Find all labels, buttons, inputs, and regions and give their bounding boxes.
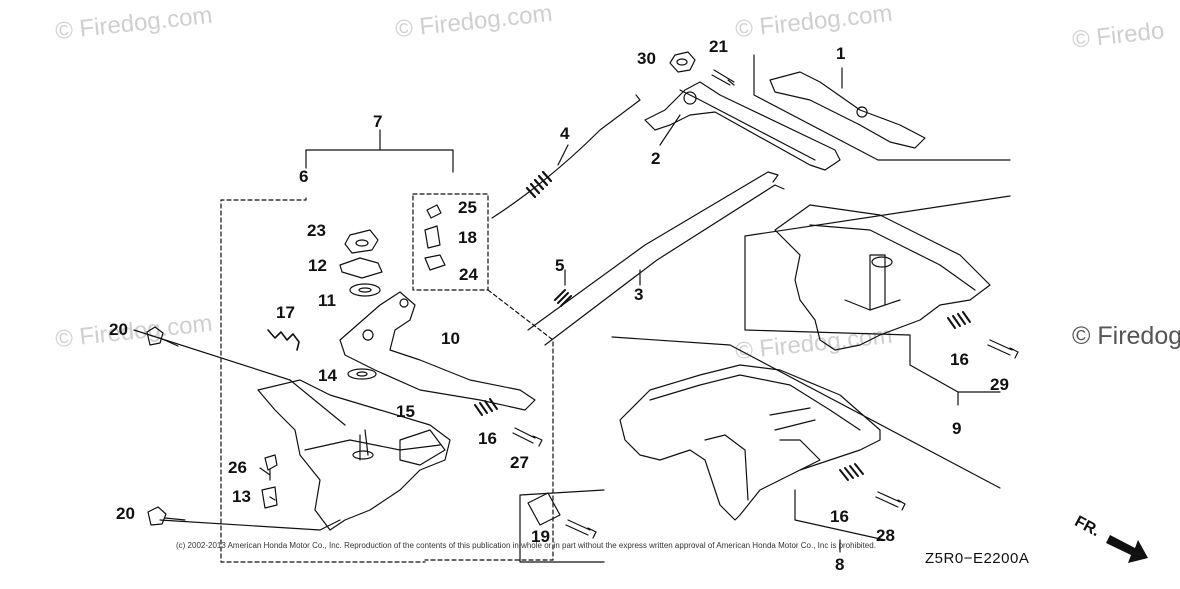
part-label: 12 bbox=[308, 256, 327, 275]
part-16-spring-lower bbox=[839, 463, 864, 481]
part-30-nut bbox=[669, 51, 696, 73]
part-16-spring-center bbox=[474, 398, 498, 416]
part-14-washer bbox=[347, 368, 377, 380]
part-12-plate bbox=[339, 257, 383, 279]
part-label: 15 bbox=[396, 402, 415, 421]
part-label: 11 bbox=[318, 291, 336, 310]
part-label: 23 bbox=[307, 221, 326, 240]
part-label: 18 bbox=[458, 228, 477, 247]
part-label: 17 bbox=[276, 303, 295, 322]
part-label: 24 bbox=[459, 265, 478, 284]
part-5-clip bbox=[554, 289, 572, 307]
part-2-arm bbox=[644, 81, 841, 171]
part-label: 4 bbox=[560, 124, 570, 143]
part-20-bolt-lower bbox=[147, 506, 186, 526]
part-4-rod bbox=[491, 94, 641, 219]
copyright-notice: (c) 2002-2013 American Honda Motor Co., … bbox=[176, 541, 876, 550]
part-label: 21 bbox=[709, 37, 728, 56]
dashed-box-6-right bbox=[424, 289, 554, 561]
part-label: 2 bbox=[651, 149, 661, 168]
frame-part-19 bbox=[519, 489, 605, 563]
part-24-clip bbox=[424, 254, 446, 271]
part-10-lever bbox=[339, 291, 536, 411]
part-label: 20 bbox=[109, 320, 128, 339]
part-19-screw bbox=[565, 519, 597, 539]
part-label: 30 bbox=[637, 49, 656, 68]
part-9-cover bbox=[774, 204, 991, 351]
frame-part-9 bbox=[744, 195, 1011, 393]
part-18-collar bbox=[424, 225, 441, 249]
part-label: 13 bbox=[232, 487, 251, 506]
part-label: 27 bbox=[510, 453, 529, 472]
part-17-spring bbox=[267, 329, 300, 351]
part-label: 16 bbox=[950, 350, 969, 369]
part-label: 26 bbox=[228, 458, 247, 477]
group-bracket-7 bbox=[305, 139, 454, 173]
part-label: 6 bbox=[299, 167, 309, 186]
part-15-bracket bbox=[257, 379, 451, 531]
part-label: 5 bbox=[555, 256, 565, 275]
part-label: 7 bbox=[373, 112, 383, 131]
part-1-arm bbox=[769, 71, 926, 149]
part-13-clip bbox=[261, 486, 278, 509]
part-label: 25 bbox=[458, 198, 477, 217]
frame-part-8 bbox=[611, 336, 1001, 553]
part-23-nut bbox=[344, 229, 379, 254]
part-27-bolt bbox=[512, 427, 543, 447]
part-4-spring bbox=[525, 170, 553, 199]
part-28-bolt bbox=[875, 491, 906, 511]
fr-arrow-icon bbox=[1106, 535, 1148, 563]
part-label: 16 bbox=[830, 507, 849, 526]
part-20-bolt-upper bbox=[146, 326, 179, 347]
part-11-washer bbox=[349, 283, 381, 297]
part-21-screw bbox=[711, 69, 735, 86]
part-16-spring-right bbox=[947, 311, 971, 329]
part-label: 8 bbox=[835, 555, 845, 574]
part-19-cylinder bbox=[527, 492, 561, 526]
part-3-rod bbox=[527, 171, 779, 331]
part-label: 29 bbox=[990, 375, 1009, 394]
part-label: 10 bbox=[441, 329, 460, 348]
frame-part-1 bbox=[753, 54, 1011, 161]
part-25-screw bbox=[426, 204, 442, 219]
part-label: 3 bbox=[634, 285, 644, 304]
part-26-bolt bbox=[264, 454, 278, 481]
part-label: 14 bbox=[318, 366, 337, 385]
part-8-cover bbox=[619, 364, 881, 521]
watermark: © Firedog bbox=[1072, 322, 1180, 350]
dashed-box-6 bbox=[220, 197, 426, 563]
part-label: 9 bbox=[952, 419, 962, 438]
diagram-code: Z5R0−E2200A bbox=[925, 550, 1030, 567]
part-label: 1 bbox=[836, 44, 846, 63]
part-label: 28 bbox=[876, 526, 895, 545]
part-label: 16 bbox=[478, 429, 497, 448]
part-29-bolt bbox=[987, 339, 1019, 359]
part-label: 19 bbox=[531, 527, 550, 546]
part-label: 20 bbox=[116, 504, 135, 523]
